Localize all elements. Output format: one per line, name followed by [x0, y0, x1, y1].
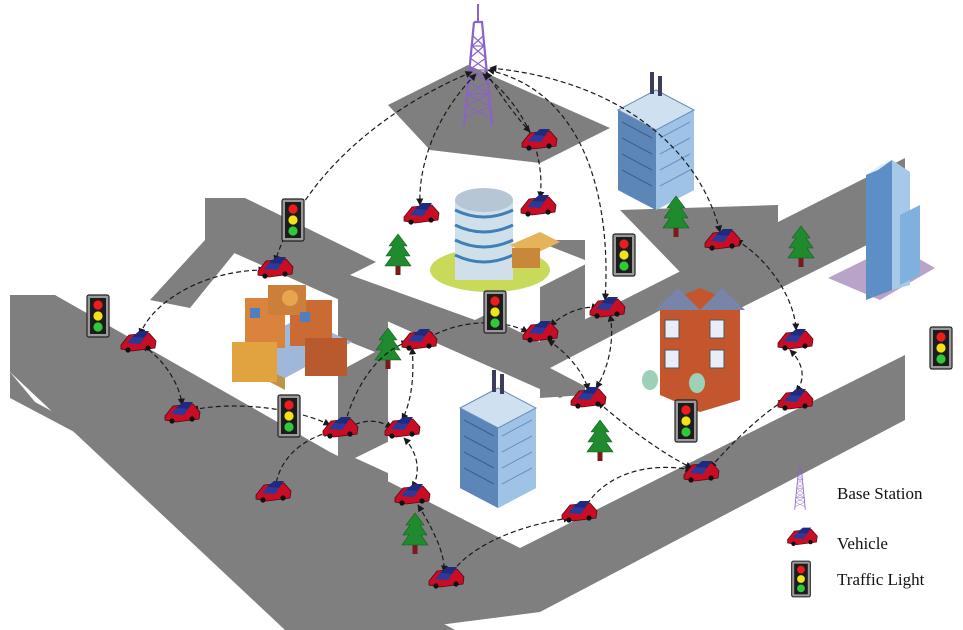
glass-tower-center: [459, 369, 537, 509]
traffic-light-icon: [929, 326, 953, 370]
vehicle-car-icon: [520, 194, 557, 218]
traffic-light-icon: [281, 198, 305, 242]
skyscraper-right: [828, 160, 935, 300]
vehicle-car-icon: [403, 202, 440, 226]
road-vertical-left: [338, 265, 388, 612]
townhouses: [642, 288, 745, 412]
vehicle-car-icon: [120, 330, 157, 354]
glass-tower-top: [617, 71, 695, 211]
traffic-light-icon: [791, 560, 811, 598]
road-top-branch: [388, 65, 610, 163]
legend-label-vehicle: Vehicle: [837, 534, 888, 553]
legend-item-base-station: Base Station: [794, 463, 923, 511]
school-building: [232, 285, 352, 390]
tree-icon: [586, 419, 614, 462]
road-right-branch: [620, 205, 778, 272]
traffic-light-icon: [612, 233, 636, 277]
legend-item-vehicle: Vehicle: [787, 527, 888, 553]
road-left-arm: [150, 240, 245, 308]
legend-label-base-station: Base Station: [837, 484, 923, 503]
traffic-light-icon: [277, 394, 301, 438]
road-lower-diagonal: [10, 295, 905, 630]
traffic-light-icon: [86, 294, 110, 338]
legend-item-traffic-light: Traffic Light: [791, 560, 925, 598]
traffic-light-icon: [483, 290, 507, 334]
vehicle-car-icon: [787, 527, 818, 547]
road-bottom-arm: [395, 560, 440, 630]
vehicle-car-icon: [777, 328, 814, 352]
legend: Base Station Vehicle Traffic Light: [787, 463, 925, 598]
legend-label-traffic-light: Traffic Light: [837, 570, 925, 589]
traffic-light-icon: [674, 399, 698, 443]
